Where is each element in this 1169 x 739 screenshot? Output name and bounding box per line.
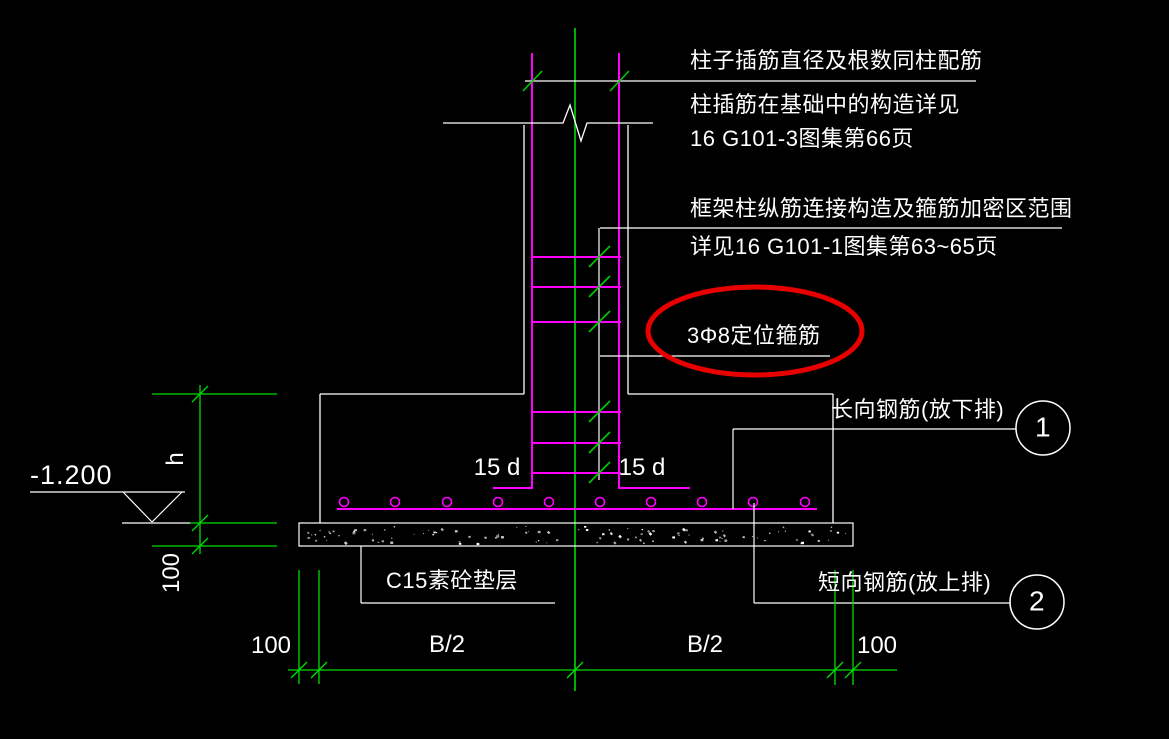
footing-height-label: h bbox=[162, 452, 189, 466]
callout-number-2: 2 bbox=[1028, 585, 1046, 617]
callout-circle-1 bbox=[1015, 400, 1071, 456]
elevation-marker bbox=[30, 491, 190, 524]
note1-line2: 柱插筋在基础中的构造详见 bbox=[690, 92, 961, 117]
reference-ticks bbox=[522, 70, 630, 484]
anchor-length-left: 15 d bbox=[473, 454, 521, 481]
leader-lines bbox=[360, 80, 1062, 604]
short-bar-sections bbox=[338, 496, 811, 508]
callout-circle-2 bbox=[1009, 574, 1065, 630]
break-line bbox=[443, 103, 653, 144]
long-bars-label: 长向钢筋(放下排) bbox=[831, 397, 1005, 422]
column-stirrups bbox=[531, 256, 621, 323]
dim-left-b2: B/2 bbox=[428, 631, 466, 658]
footing-positioning-stirrups bbox=[531, 411, 621, 474]
dim-left-100: 100 bbox=[250, 632, 292, 659]
concrete-speckles bbox=[306, 526, 847, 546]
callout-number-1: 1 bbox=[1034, 411, 1052, 443]
note2-line2: 详见16 G101-1图集第63~65页 bbox=[690, 234, 998, 259]
anchor-length-right: 15 d bbox=[618, 454, 666, 481]
bedding-label: C15素砼垫层 bbox=[386, 568, 518, 593]
red-highlight-ellipse bbox=[645, 284, 865, 378]
short-bars-label: 短向钢筋(放上排) bbox=[818, 570, 992, 595]
left-dimension bbox=[152, 385, 277, 555]
bedding-thickness-label: 100 bbox=[158, 552, 185, 594]
footing-outline bbox=[319, 393, 834, 523]
note2-line1: 框架柱纵筋连接构造及箍筋加密区范围 bbox=[690, 196, 1073, 221]
note1-line1: 柱子插筋直径及根数同柱配筋 bbox=[690, 48, 983, 73]
footing-bottom-rebar bbox=[337, 496, 817, 510]
column-rebar bbox=[493, 53, 690, 489]
elevation-value: -1.200 bbox=[30, 460, 113, 490]
bottom-dimension bbox=[288, 570, 897, 685]
column-outline bbox=[443, 103, 653, 394]
bedding-layer bbox=[298, 522, 854, 547]
dim-right-100: 100 bbox=[856, 632, 898, 659]
note1-line3: 16 G101-3图集第66页 bbox=[690, 126, 914, 151]
dim-right-b2: B/2 bbox=[686, 631, 724, 658]
callout-circles bbox=[1009, 400, 1071, 630]
positioning-stirrup-label: 3Φ8定位箍筋 bbox=[687, 323, 821, 348]
